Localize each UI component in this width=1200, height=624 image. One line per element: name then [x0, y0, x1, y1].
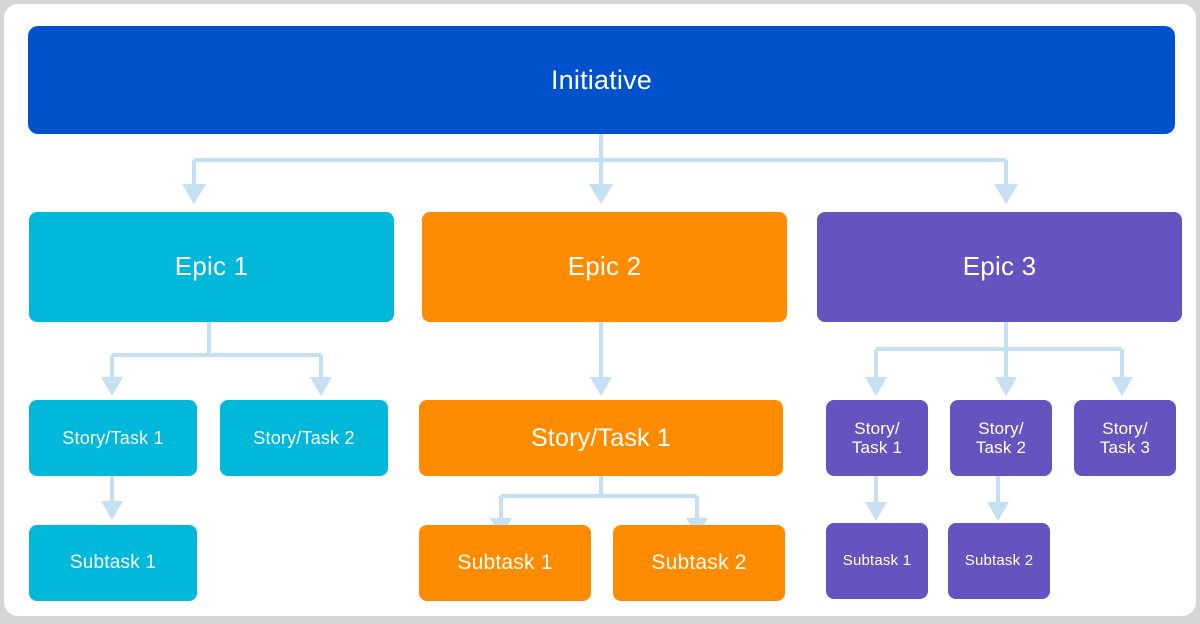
arrowhead-epic3-story2	[995, 377, 1017, 396]
node-epic3-story2-subtask-2[interactable]: Subtask 2	[948, 523, 1050, 599]
arrowhead-epic3-subtask1	[865, 502, 887, 521]
diagram-card: Initiative Epic 1 Epic 2 Epic 3 Story/Ta…	[4, 4, 1196, 616]
arrowhead-epic2-story1	[590, 377, 612, 396]
node-epic2-story1-subtask-1[interactable]: Subtask 1	[419, 525, 591, 601]
arrowhead-epic3-story1	[865, 377, 887, 396]
arrowhead-epic2	[589, 184, 613, 204]
node-epic1-story-2[interactable]: Story/Task 2	[220, 400, 388, 476]
arrowhead-epic1-subtask1	[101, 501, 123, 520]
arrowhead-epic1-story2	[310, 377, 332, 396]
node-epic-2[interactable]: Epic 2	[422, 212, 787, 322]
node-epic3-story-1[interactable]: Story/ Task 1	[826, 400, 928, 476]
arrowhead-epic3-subtask2	[987, 502, 1009, 521]
hierarchy-diagram: Initiative Epic 1 Epic 2 Epic 3 Story/Ta…	[4, 4, 1196, 616]
node-epic2-story1-subtask-2[interactable]: Subtask 2	[613, 525, 785, 601]
arrowhead-epic3-story3	[1111, 377, 1133, 396]
node-epic2-story-1[interactable]: Story/Task 1	[419, 400, 783, 476]
arrowhead-epic1-story1	[101, 377, 123, 396]
node-epic3-story1-subtask-1[interactable]: Subtask 1	[826, 523, 928, 599]
node-epic1-story1-subtask-1[interactable]: Subtask 1	[29, 525, 197, 601]
arrowhead-epic3	[994, 184, 1018, 204]
node-epic1-story-1[interactable]: Story/Task 1	[29, 400, 197, 476]
node-epic-1[interactable]: Epic 1	[29, 212, 394, 322]
node-epic3-story-3[interactable]: Story/ Task 3	[1074, 400, 1176, 476]
node-epic-3[interactable]: Epic 3	[817, 212, 1182, 322]
arrowhead-epic1	[182, 184, 206, 204]
node-epic3-story-2[interactable]: Story/ Task 2	[950, 400, 1052, 476]
node-initiative[interactable]: Initiative	[28, 26, 1175, 134]
